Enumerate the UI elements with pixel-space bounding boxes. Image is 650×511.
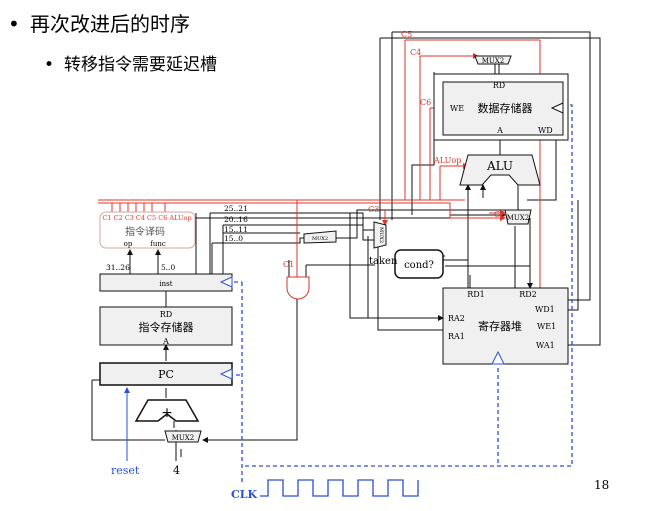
slide-title-text: 再次改进后的时序 — [30, 12, 190, 36]
mux-small: MUX2 — [303, 230, 337, 244]
pc-register: PC — [99, 362, 233, 386]
rf-wa1: WA1 — [536, 341, 555, 350]
mux-vert-label: MUX2 — [378, 227, 384, 243]
decoder: C1 C2 C3 C4 C5 C6 ALUop 指令译码 op func — [99, 211, 196, 249]
label-aluop: ALUop — [433, 156, 461, 165]
data-memory-wd: WD — [538, 126, 553, 135]
data-memory-we: WE — [450, 104, 464, 113]
inst-label: inst — [159, 280, 172, 288]
rf-we1: WE1 — [537, 322, 556, 331]
slide-subtitle: • 转移指令需要延迟槽 — [44, 50, 217, 75]
imem-a: A — [162, 337, 169, 346]
mux-small-label: MUX2 — [312, 236, 328, 242]
mux-pc: MUX2 — [164, 430, 202, 443]
label-c1: C1 — [283, 260, 294, 269]
instruction-memory: RD 指令存储器 A — [99, 306, 233, 346]
mux-top-label: MUX2 — [482, 57, 505, 65]
clock-waveform — [260, 479, 419, 497]
rf-wd1: WD1 — [535, 305, 555, 314]
register-file: RD1 RD2 RA2 RA1 寄存器堆 WD1 WE1 WA1 — [442, 287, 569, 365]
field-20-16: 20..16 — [224, 215, 248, 224]
mux-mid-label: MUX2 — [507, 214, 530, 222]
decoder-label: 指令译码 — [125, 225, 165, 238]
bullet-glyph-2: • — [44, 55, 55, 75]
imem-rd: RD — [160, 310, 172, 319]
and-gate — [286, 276, 310, 300]
alu: ALU — [459, 154, 541, 186]
cond-block: cond? taken — [369, 249, 444, 279]
field-15-0: 15..0 — [224, 234, 243, 243]
mux-vert: MUX2 — [373, 221, 387, 249]
field-15-11: 15..11 — [224, 225, 248, 234]
label-c5: C5 — [401, 30, 412, 39]
mux-mid: MUX2 — [504, 209, 532, 225]
label-c4: C4 — [410, 48, 421, 57]
rf-label: 寄存器堆 — [478, 319, 522, 333]
taken-label: taken — [369, 256, 398, 267]
reset-label: reset — [111, 464, 140, 477]
alu-label: ALU — [486, 159, 513, 173]
label-c2: C2 — [494, 210, 505, 219]
field-5-0: 5..0 — [161, 263, 176, 272]
inst-register: inst — [99, 273, 233, 292]
bullet-glyph: • — [8, 12, 20, 36]
page-number: 18 — [594, 478, 610, 492]
slide-subtitle-text: 转移指令需要延迟槽 — [64, 55, 217, 75]
imem-label: 指令存储器 — [139, 320, 194, 334]
label-c6: C6 — [420, 98, 431, 107]
adder: + — [134, 399, 200, 422]
decoder-op: op — [124, 240, 133, 248]
clk-label: CLK — [231, 488, 257, 501]
rf-ra1: RA1 — [448, 332, 465, 341]
data-memory: RD WE 数据存储器 A WD — [433, 73, 569, 141]
data-memory-a: A — [496, 126, 503, 135]
slide-title: • 再次改进后的时序 — [8, 8, 190, 37]
pc-label: PC — [158, 368, 174, 381]
rf-ra2: RA2 — [448, 314, 465, 323]
decoder-func: func — [150, 240, 166, 248]
field-25-21: 25..21 — [224, 204, 248, 213]
mux-pc-label: MUX2 — [172, 434, 195, 442]
data-memory-rd: RD — [493, 81, 505, 90]
field-31-26: 31..26 — [106, 263, 130, 272]
decoder-signals: C1 C2 C3 C4 C5 C6 ALUop — [102, 214, 191, 222]
data-memory-label: 数据存储器 — [478, 101, 533, 115]
cond-label: cond? — [404, 260, 434, 271]
label-c3: C3 — [368, 205, 379, 214]
four-label: 4 — [173, 464, 180, 477]
rf-rd1: RD1 — [467, 290, 485, 299]
rf-rd2: RD2 — [519, 290, 537, 299]
adder-label: + — [161, 405, 173, 421]
mux-top: MUX2 — [474, 55, 512, 65]
